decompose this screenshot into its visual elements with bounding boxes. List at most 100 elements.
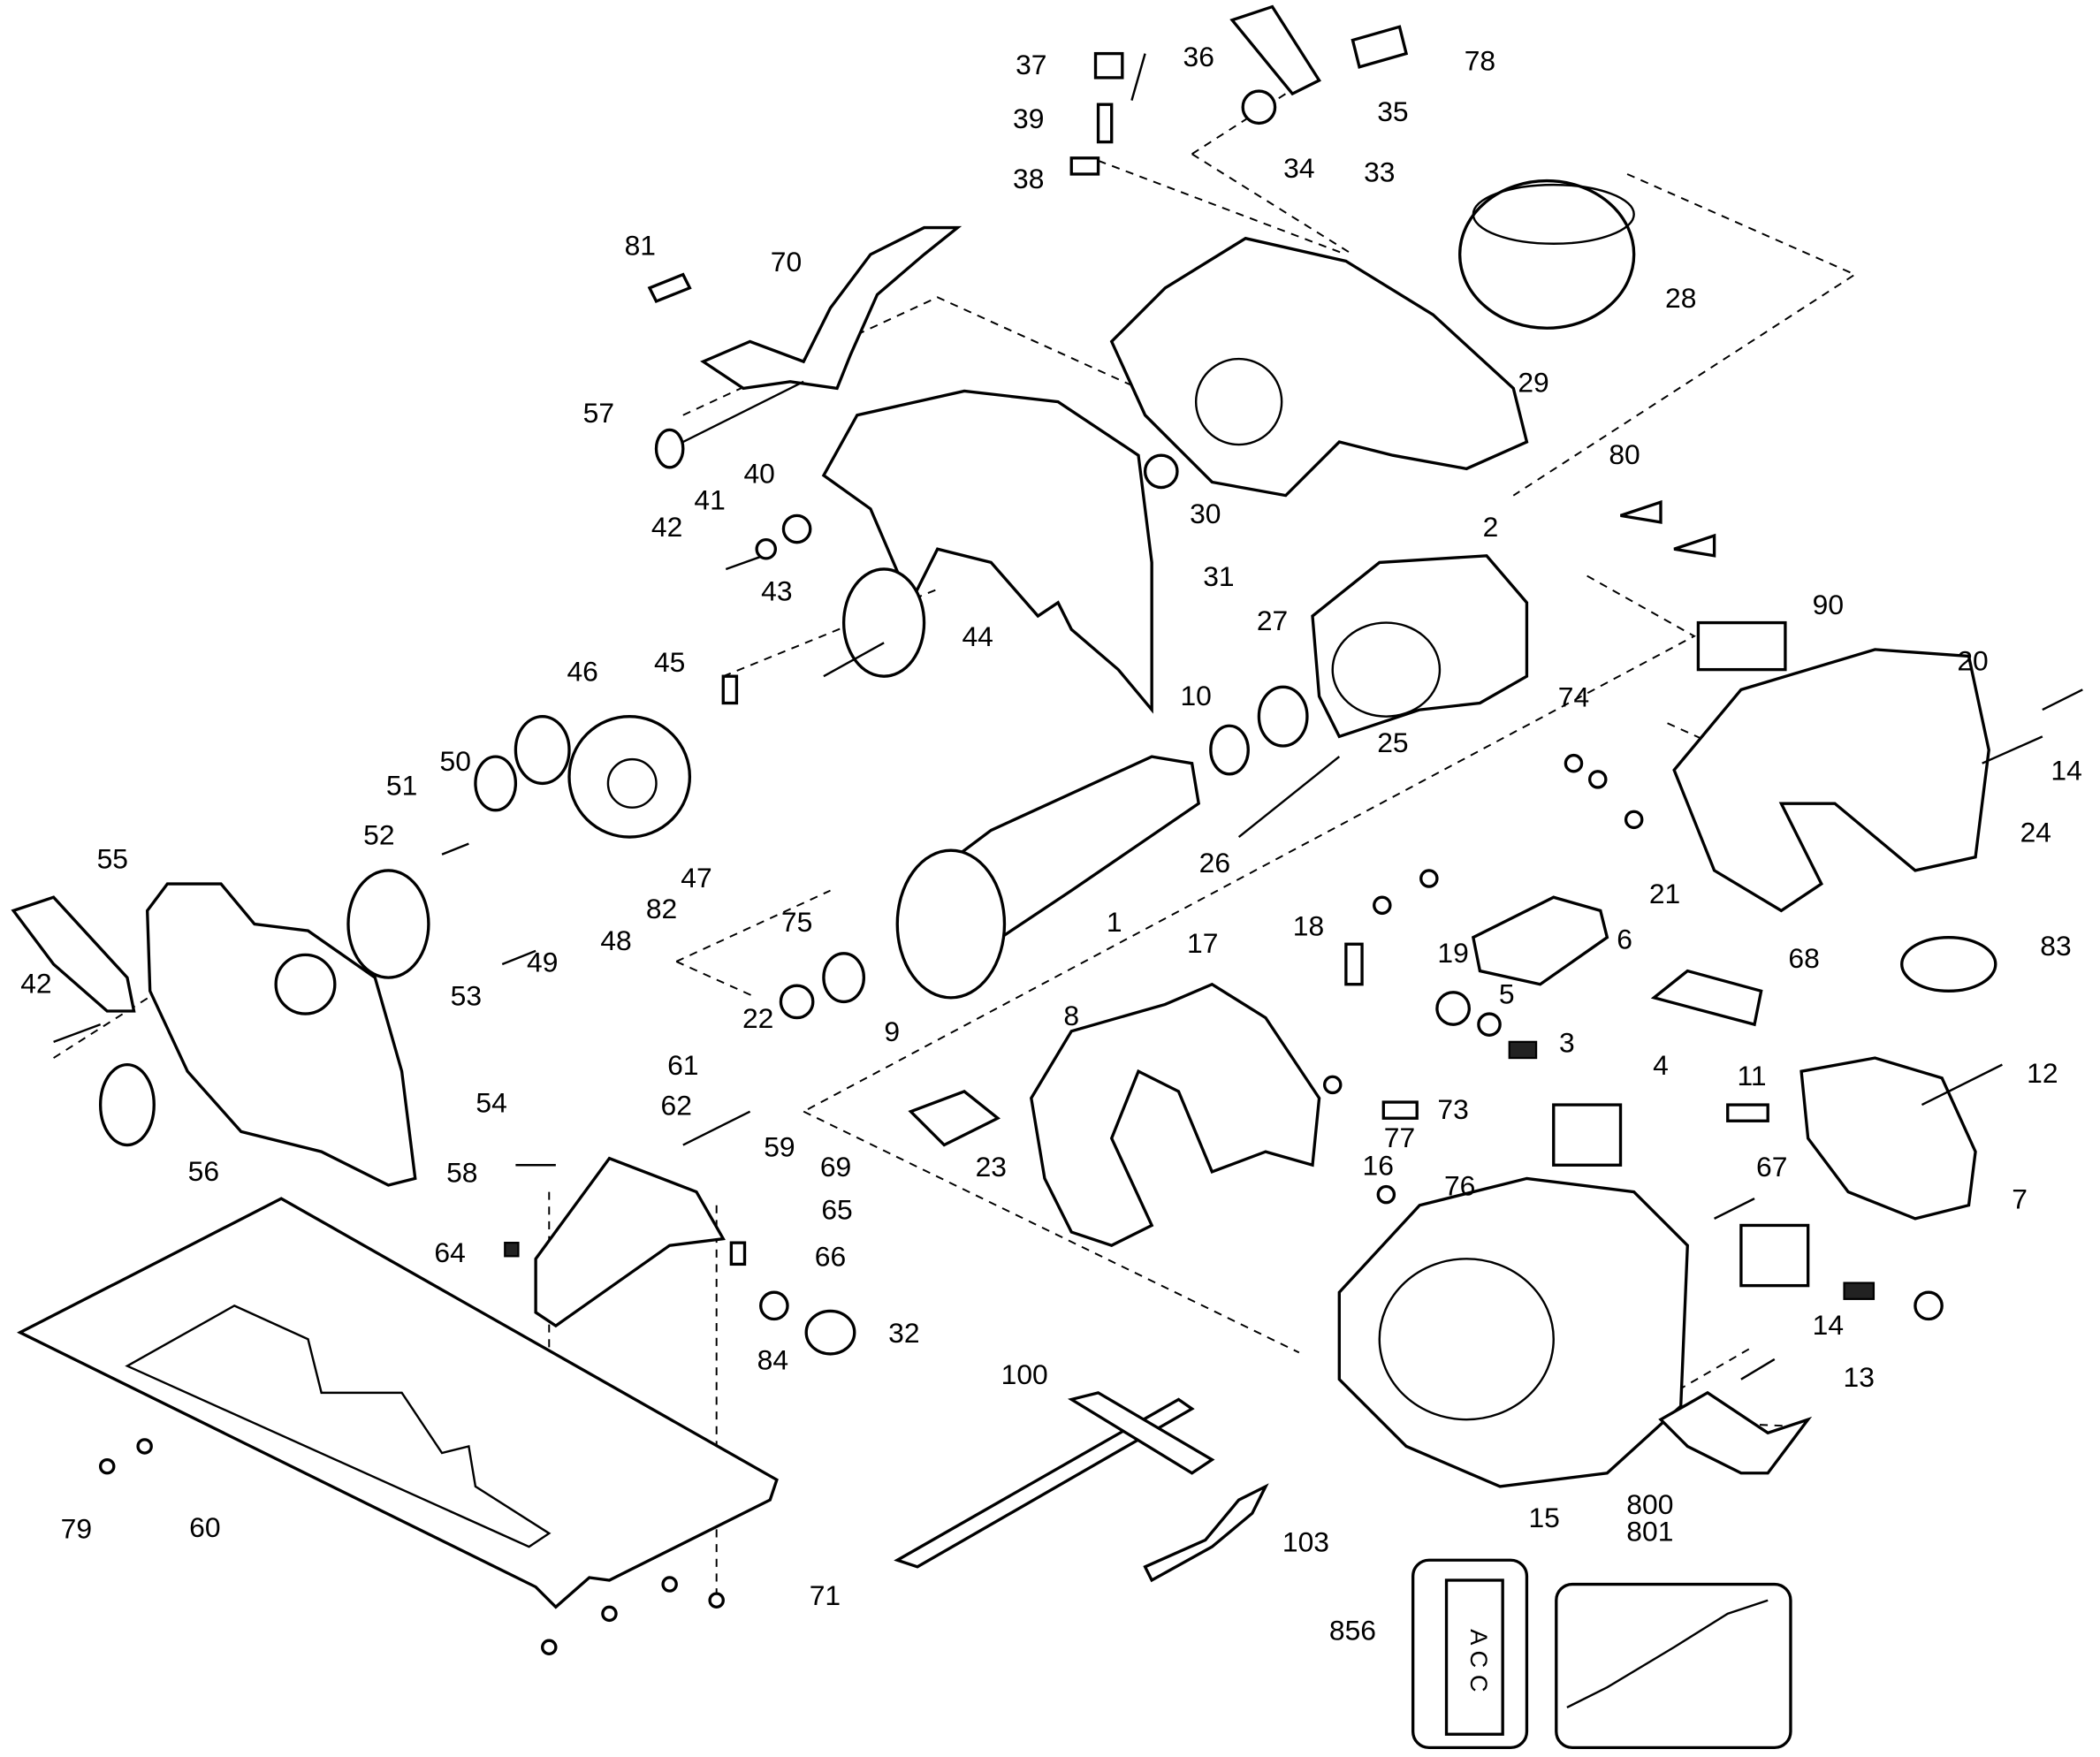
knob xyxy=(804,1309,856,1356)
rear-handle xyxy=(1030,982,1321,1247)
gear-case-bore xyxy=(1194,357,1283,446)
part-label-73: 73 xyxy=(1437,1093,1468,1125)
part-label-801: 801 xyxy=(1626,1515,1673,1547)
washer xyxy=(514,714,571,786)
part-label-53: 53 xyxy=(451,979,482,1011)
part-label-800: 800 xyxy=(1626,1488,1673,1520)
accessory-card-text: A C C xyxy=(1465,1629,1493,1692)
part-label-15: 15 xyxy=(1528,1502,1559,1533)
part-label-9: 9 xyxy=(884,1015,900,1047)
part-label-14: 14 xyxy=(1813,1309,1844,1341)
part-label-103: 103 xyxy=(1282,1525,1329,1557)
outer-flange xyxy=(567,714,692,839)
field-stator xyxy=(1311,554,1529,739)
o-ring xyxy=(779,984,815,1020)
label-plate xyxy=(1696,620,1787,672)
part-label-50: 50 xyxy=(440,745,471,777)
part-label-42: 42 xyxy=(20,968,51,1000)
part-label-35: 35 xyxy=(1377,95,1408,127)
end-cap xyxy=(1799,1056,1977,1221)
top-handle xyxy=(1672,648,1990,913)
upper-blade-guard xyxy=(821,389,1153,714)
bearing xyxy=(822,952,866,1004)
part-label-43: 43 xyxy=(761,575,792,607)
part-label-59: 59 xyxy=(764,1130,795,1162)
rip-fence-head xyxy=(1067,1391,1215,1475)
part-label-65: 65 xyxy=(821,1194,852,1226)
part-label-36: 36 xyxy=(1183,41,1214,72)
part-label-7: 7 xyxy=(2012,1183,2028,1215)
motor-housing-bore xyxy=(1378,1258,1555,1421)
motor-ring xyxy=(1458,179,1636,330)
part-label-29: 29 xyxy=(1518,366,1548,398)
part-label-70: 70 xyxy=(771,246,802,278)
part-label-78: 78 xyxy=(1465,45,1495,77)
trigger xyxy=(1658,1390,1813,1475)
part-label-69: 69 xyxy=(820,1151,851,1183)
motor-ring-inner xyxy=(1472,183,1635,245)
part-label-31: 31 xyxy=(1203,560,1234,592)
part-label-26: 26 xyxy=(1199,847,1230,878)
part-label-61: 61 xyxy=(667,1049,698,1081)
brush xyxy=(1508,1040,1538,1060)
part-label-51: 51 xyxy=(386,769,417,801)
part-label-90: 90 xyxy=(1813,589,1844,620)
gear-case xyxy=(1109,236,1529,498)
part-label-77: 77 xyxy=(1384,1122,1415,1153)
part-label-6: 6 xyxy=(1617,924,1632,955)
bevel-quadrant xyxy=(700,225,962,391)
part-label-79: 79 xyxy=(61,1512,92,1544)
field-stator-bore xyxy=(1331,621,1442,718)
flange-hub xyxy=(606,757,658,809)
part-label-68: 68 xyxy=(1788,942,1819,974)
rip-fence xyxy=(894,1397,1195,1569)
part-label-64: 64 xyxy=(434,1236,465,1268)
part-label-41: 41 xyxy=(694,484,725,516)
part-label-47: 47 xyxy=(681,862,711,894)
part-label-52: 52 xyxy=(363,818,394,850)
spring-clip xyxy=(98,1062,156,1147)
part-label-27: 27 xyxy=(1257,605,1288,636)
part-label-33: 33 xyxy=(1364,156,1395,187)
parts-line-art xyxy=(11,4,2083,1750)
part-label-1: 1 xyxy=(1107,906,1122,938)
part-label-18: 18 xyxy=(1293,909,1324,941)
part-label-84: 84 xyxy=(757,1343,788,1375)
part-label-55: 55 xyxy=(97,843,128,875)
part-label-58: 58 xyxy=(446,1156,477,1188)
label-disc xyxy=(1900,936,1997,993)
brush-holder xyxy=(1739,1223,1810,1288)
part-label-3: 3 xyxy=(1559,1026,1575,1058)
part-label-17: 17 xyxy=(1187,927,1218,959)
part-label-10: 10 xyxy=(1180,680,1211,711)
part-label-11: 11 xyxy=(1738,1060,1767,1091)
part-label-54: 54 xyxy=(476,1086,506,1118)
through-bolt xyxy=(1237,756,1341,838)
part-label-13: 13 xyxy=(1844,1361,1875,1393)
part-label-100: 100 xyxy=(1001,1358,1048,1390)
part-label-81: 81 xyxy=(625,230,656,262)
base-plate-slot xyxy=(125,1304,552,1548)
part-label-71: 71 xyxy=(810,1579,841,1611)
bearing xyxy=(1257,685,1309,748)
part-label-20: 20 xyxy=(1957,644,1988,676)
brush-cap xyxy=(1914,1290,1944,1321)
part-label-30: 30 xyxy=(1190,498,1221,529)
cord-set xyxy=(1566,1599,1769,1709)
wrench xyxy=(1143,1483,1269,1583)
part-label-19: 19 xyxy=(1437,937,1468,969)
part-label-44: 44 xyxy=(962,620,993,652)
part-label-48: 48 xyxy=(600,924,631,956)
part-label-8: 8 xyxy=(1063,1000,1079,1031)
part-label-60: 60 xyxy=(189,1511,220,1543)
armature-fan xyxy=(895,848,1007,1000)
part-label-56: 56 xyxy=(188,1155,219,1187)
retaining-ring xyxy=(346,869,430,979)
power-plug xyxy=(908,1090,1001,1147)
part-label-24: 24 xyxy=(2020,816,2051,848)
bearing xyxy=(1209,724,1250,776)
part-label-23: 23 xyxy=(976,1151,1007,1183)
part-label-57: 57 xyxy=(583,397,614,429)
part-label-82: 82 xyxy=(646,893,677,924)
